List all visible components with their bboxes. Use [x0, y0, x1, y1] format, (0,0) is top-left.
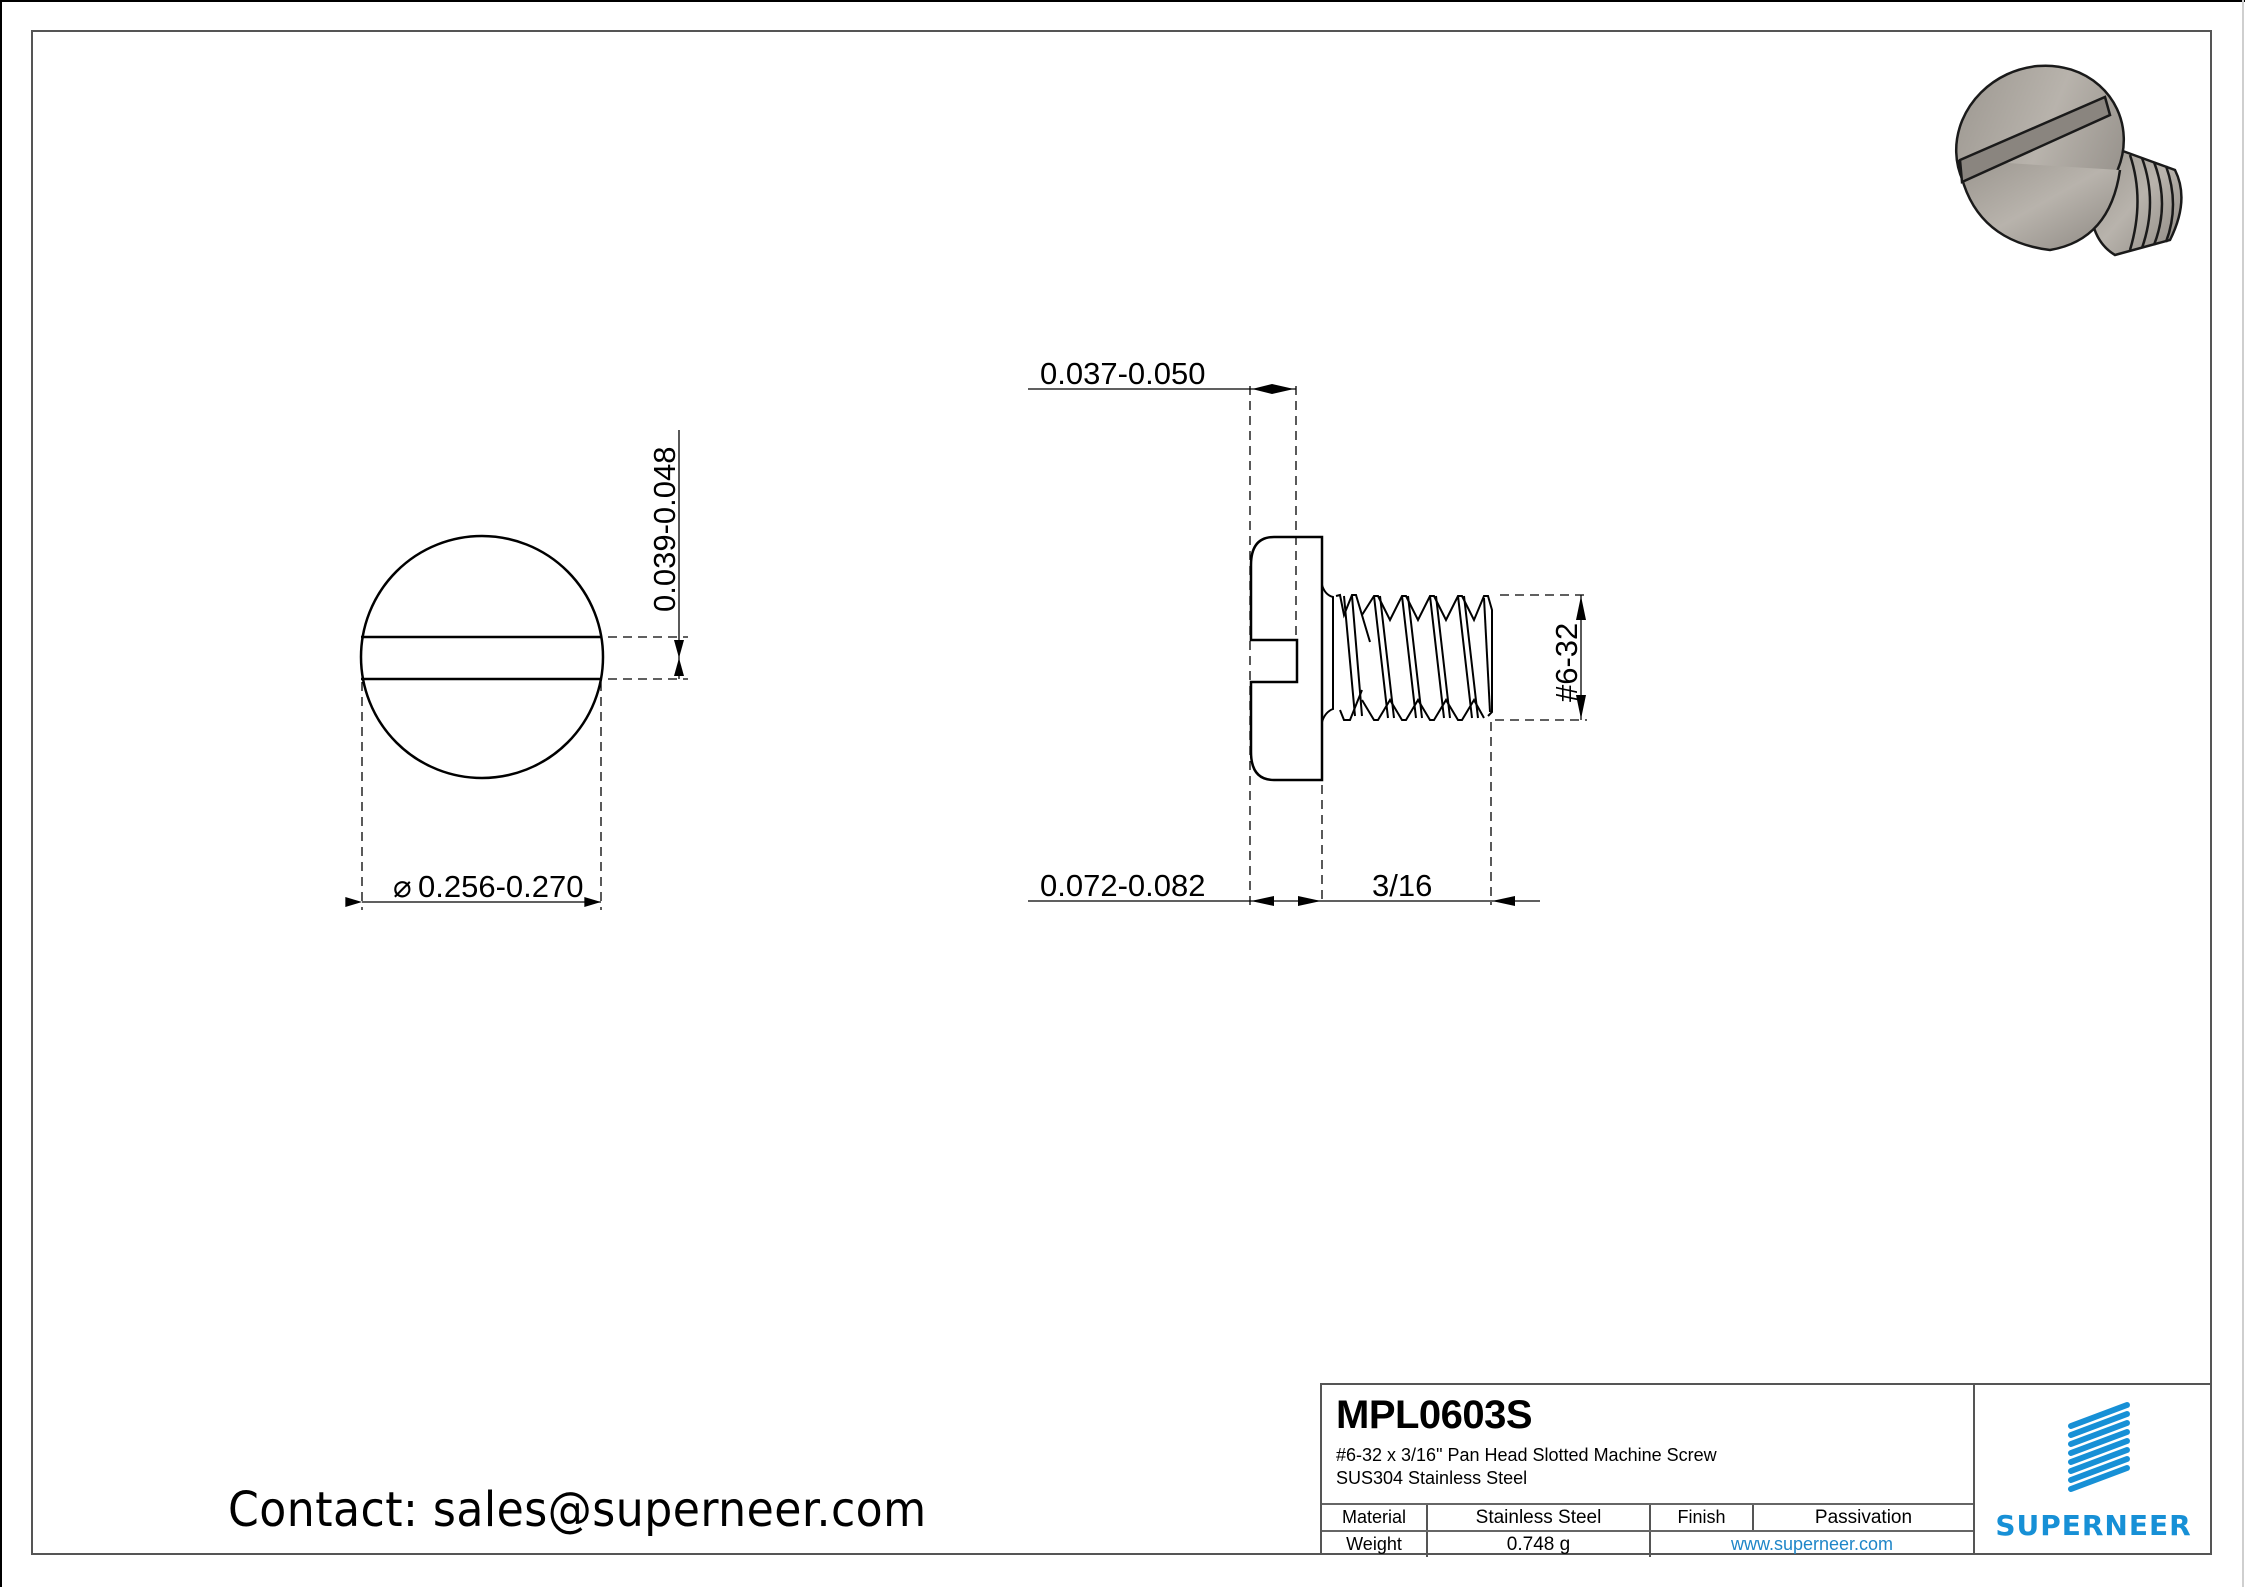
material-value: Stainless Steel — [1428, 1505, 1651, 1530]
brand-name: SUPERNEER — [1995, 1509, 2192, 1542]
material-label: Material — [1322, 1505, 1428, 1530]
slot-width-dimension: 0.039-0.048 — [647, 447, 682, 612]
side-view: 0.037-0.050 0.072-0.082 3/16 #6-32 — [1028, 356, 1587, 906]
front-view: ⌀ 0.256-0.270 0.039-0.048 — [345, 430, 688, 910]
table-row: Material Stainless Steel Finish Passivat… — [1322, 1505, 1973, 1532]
diameter-dimension: 0.256-0.270 — [418, 869, 583, 904]
superneer-stripes-icon — [2068, 1402, 2130, 1492]
weight-label: Weight — [1322, 1532, 1428, 1557]
table-row: Weight 0.748 g www.superneer.com — [1322, 1532, 1973, 1557]
sheet-edge-left — [0, 0, 2, 1587]
head-height-dimension: 0.072-0.082 — [1040, 868, 1205, 903]
thread — [1321, 584, 1493, 723]
contact-email-text: Contact: sales@superneer.com — [228, 1482, 927, 1538]
sheet-edge-top — [0, 0, 2245, 2]
length-dimension: 3/16 — [1372, 868, 1432, 903]
sheet-edge-right — [2242, 0, 2244, 1587]
properties-table: Material Stainless Steel Finish Passivat… — [1322, 1503, 1973, 1557]
part-number: MPL0603S — [1336, 1393, 1533, 1437]
finish-label: Finish — [1651, 1505, 1754, 1530]
title-block: MPL0603S #6-32 x 3/16" Pan Head Slotted … — [1320, 1383, 2212, 1557]
finish-value: Passivation — [1814, 1507, 1913, 1528]
title-block-main: MPL0603S #6-32 x 3/16" Pan Head Slotted … — [1322, 1385, 1975, 1557]
part-description: #6-32 x 3/16" Pan Head Slotted Machine S… — [1336, 1445, 1717, 1465]
thread-dimension: #6-32 — [1549, 623, 1584, 702]
screw-3d-render — [1954, 64, 2183, 257]
weight-value: 0.748 g — [1428, 1532, 1651, 1557]
brand-logo: SUPERNEER — [1975, 1385, 2212, 1555]
website-link[interactable]: www.superneer.com — [1730, 1534, 1894, 1554]
drawing-frame — [31, 30, 2212, 1555]
slot-depth-dimension: 0.037-0.050 — [1040, 356, 1205, 391]
part-material-spec: SUS304 Stainless Steel — [1336, 1468, 1528, 1488]
diameter-symbol: ⌀ — [393, 869, 412, 904]
